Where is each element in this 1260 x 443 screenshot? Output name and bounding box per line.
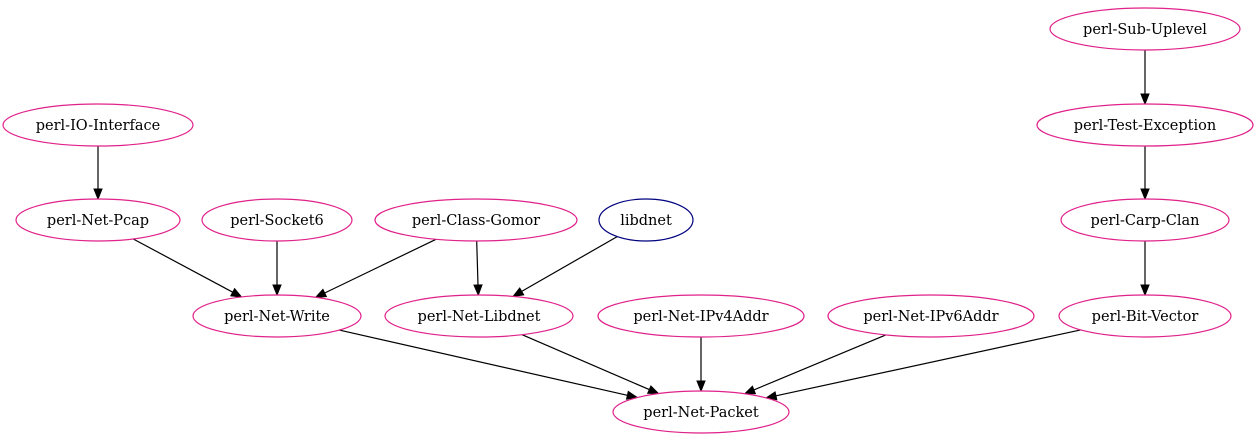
edge-perl-sub-uplevel-to-perl-test-exception bbox=[1140, 50, 1150, 106]
edge-perl-io-interface-to-perl-net-pcap bbox=[93, 146, 103, 201]
node-perl-test-exception: perl-Test-Exception bbox=[1036, 103, 1254, 147]
node-ellipse bbox=[598, 198, 694, 242]
node-ellipse bbox=[1058, 294, 1232, 338]
node-perl-bit-vector: perl-Bit-Vector bbox=[1058, 294, 1232, 338]
node-label: perl-Net-Pcap bbox=[47, 213, 149, 229]
edge-libdnet-to-perl-net-libdnet bbox=[511, 236, 618, 298]
node-ellipse bbox=[597, 294, 805, 338]
node-label: perl-Net-Write bbox=[224, 309, 330, 325]
node-ellipse bbox=[1036, 103, 1254, 147]
edge-perl-net-pcap-to-perl-net-write bbox=[133, 238, 243, 298]
edge-line bbox=[521, 334, 650, 391]
nodes-layer: perl-Sub-Uplevel perl-IO-Interface perl-Te… bbox=[2, 7, 1254, 434]
node-libdnet: libdnet bbox=[598, 198, 694, 242]
edge-perl-carp-clan-to-perl-bit-vector bbox=[1140, 241, 1150, 297]
node-ellipse bbox=[1060, 198, 1230, 242]
node-perl-io-interface: perl-IO-Interface bbox=[2, 103, 194, 147]
edge-perl-class-gomor-to-perl-net-libdnet bbox=[473, 240, 483, 297]
edge-line bbox=[753, 334, 887, 391]
node-label: perl-Bit-Vector bbox=[1092, 309, 1199, 325]
arrowhead-icon bbox=[93, 188, 103, 201]
edge-perl-net-libdnet-to-perl-net-packet bbox=[521, 334, 660, 395]
node-ellipse bbox=[374, 198, 578, 242]
node-perl-net-write: perl-Net-Write bbox=[192, 294, 362, 338]
arrowhead-icon bbox=[314, 288, 328, 298]
node-ellipse bbox=[192, 294, 362, 338]
edge-line bbox=[775, 329, 1081, 397]
node-label: perl-Test-Exception bbox=[1074, 118, 1216, 134]
edge-perl-net-write-to-perl-net-packet bbox=[339, 329, 639, 400]
node-label: perl-IO-Interface bbox=[36, 118, 161, 134]
arrowhead-icon bbox=[743, 385, 757, 395]
edge-line bbox=[324, 238, 437, 294]
node-label: libdnet bbox=[620, 213, 672, 229]
node-perl-net-ipv4addr: perl-Net-IPv4Addr bbox=[597, 294, 805, 338]
node-label: perl-Carp-Clan bbox=[1091, 213, 1200, 229]
edges-layer bbox=[93, 50, 1150, 401]
edge-perl-class-gomor-to-perl-net-write bbox=[314, 238, 437, 298]
edge-line bbox=[339, 329, 628, 396]
node-ellipse bbox=[827, 294, 1035, 338]
node-perl-carp-clan: perl-Carp-Clan bbox=[1060, 198, 1230, 242]
node-label: perl-Net-IPv4Addr bbox=[633, 309, 768, 325]
node-label: perl-Net-Libdnet bbox=[418, 309, 541, 325]
node-label: perl-Net-Packet bbox=[643, 405, 759, 421]
node-perl-socket6: perl-Socket6 bbox=[201, 198, 353, 242]
node-ellipse bbox=[1049, 7, 1241, 51]
arrowhead-icon bbox=[625, 390, 639, 400]
node-perl-net-pcap: perl-Net-Pcap bbox=[15, 198, 181, 242]
edge-line bbox=[476, 240, 479, 286]
node-ellipse bbox=[2, 103, 194, 147]
node-perl-net-packet: perl-Net-Packet bbox=[612, 390, 790, 434]
arrowhead-icon bbox=[272, 284, 282, 297]
arrowhead-icon bbox=[230, 287, 243, 298]
node-perl-net-ipv6addr: perl-Net-IPv6Addr bbox=[827, 294, 1035, 338]
node-ellipse bbox=[612, 390, 790, 434]
node-perl-sub-uplevel: perl-Sub-Uplevel bbox=[1049, 7, 1241, 51]
edge-perl-net-ipv6addr-to-perl-net-packet bbox=[743, 334, 887, 395]
arrowhead-icon bbox=[1140, 93, 1150, 106]
node-perl-class-gomor: perl-Class-Gomor bbox=[374, 198, 578, 242]
edge-line bbox=[521, 236, 618, 292]
node-label: perl-Class-Gomor bbox=[412, 213, 540, 229]
node-label: perl-Sub-Uplevel bbox=[1083, 22, 1207, 38]
node-ellipse bbox=[384, 294, 574, 338]
node-label: perl-Net-IPv6Addr bbox=[863, 309, 998, 325]
node-ellipse bbox=[15, 198, 181, 242]
arrowhead-icon bbox=[696, 380, 706, 393]
edge-perl-net-ipv4addr-to-perl-net-packet bbox=[696, 337, 706, 393]
node-label: perl-Socket6 bbox=[230, 213, 324, 229]
arrowhead-icon bbox=[646, 385, 660, 395]
edge-line bbox=[133, 238, 233, 293]
edge-perl-test-exception-to-perl-carp-clan bbox=[1140, 146, 1150, 201]
arrowhead-icon bbox=[511, 287, 525, 298]
edge-perl-socket6-to-perl-net-write bbox=[272, 241, 282, 297]
arrowhead-icon bbox=[1140, 284, 1150, 297]
arrowhead-icon bbox=[1140, 188, 1150, 201]
node-ellipse bbox=[201, 198, 353, 242]
node-perl-net-libdnet: perl-Net-Libdnet bbox=[384, 294, 574, 338]
arrowhead-icon bbox=[473, 284, 483, 297]
